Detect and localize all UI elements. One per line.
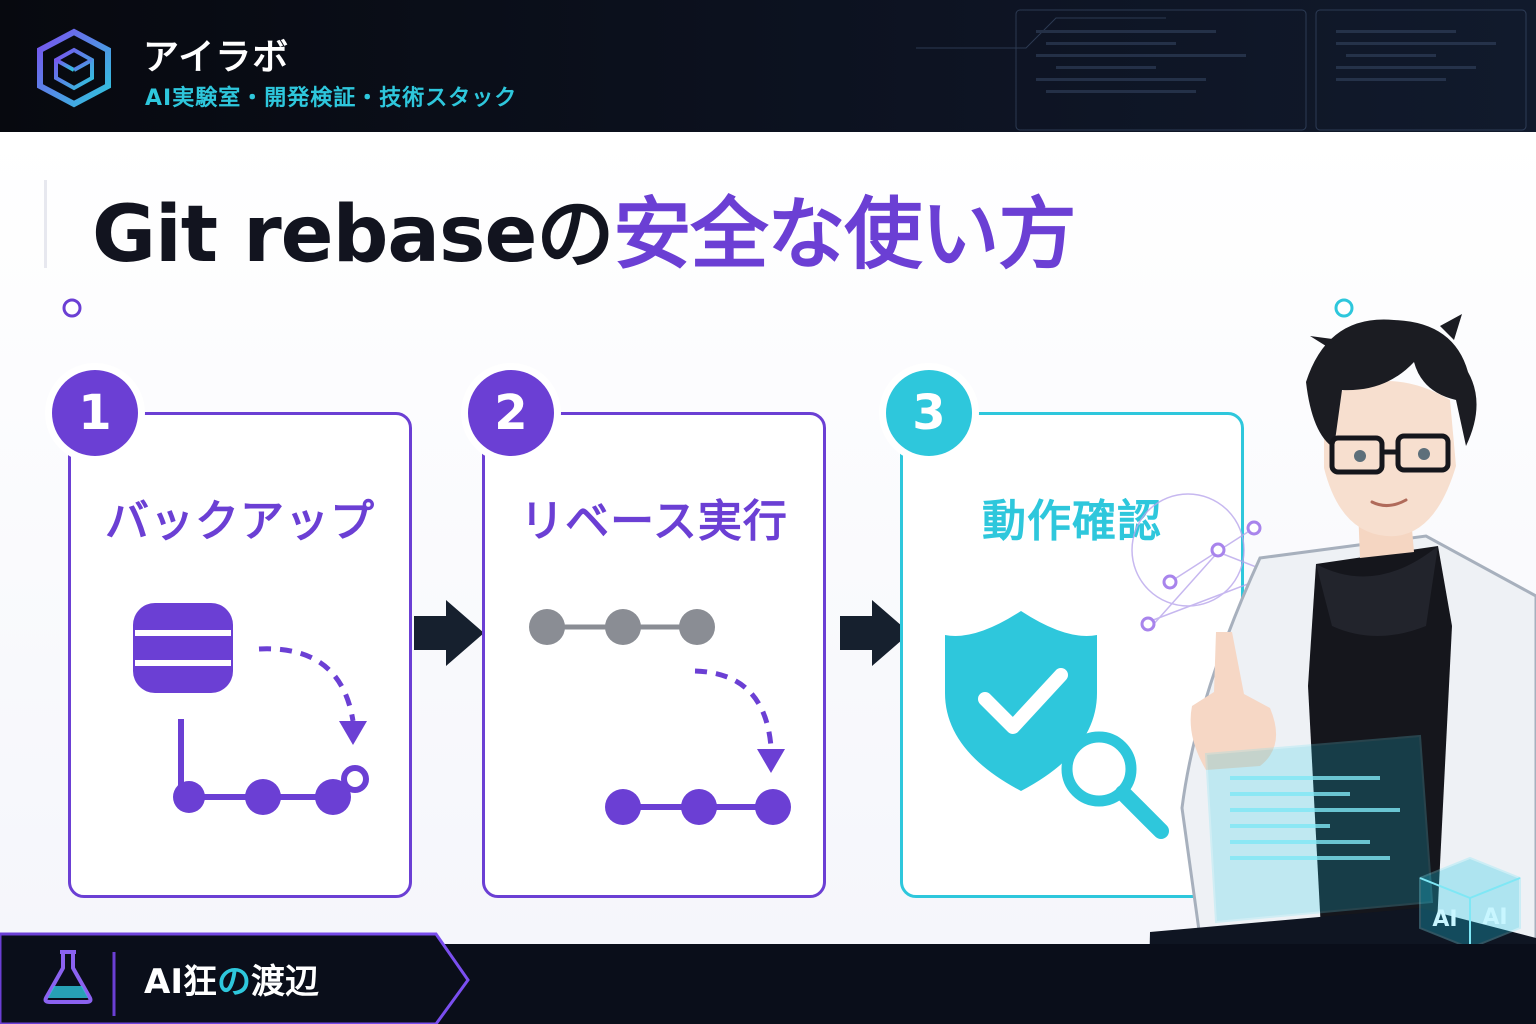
cube-logo-icon [37, 28, 111, 108]
step-2-badge: 2 [468, 370, 554, 456]
title-accent-bar [44, 180, 47, 268]
page-title: Git rebaseの安全な使い方 [92, 172, 1076, 284]
title-part-1: Git rebaseの [92, 190, 614, 280]
step-card-rebase: リベース実行 [482, 412, 826, 898]
ai-cube-label: AI [1432, 907, 1457, 932]
step-1-label: バックアップ [105, 496, 375, 547]
step-card-backup: バックアップ [68, 412, 412, 898]
next-arrow-icon [840, 600, 910, 666]
shield-check-icon [945, 611, 1097, 791]
author-tag [0, 932, 470, 1024]
brand-subtitle: AI実験室・開発検証・技術スタック [145, 86, 518, 111]
code-background-decoration [916, 9, 1527, 131]
header: アイラボ AI実験室・開発検証・技術スタック [0, 0, 1536, 132]
title-part-2: 安全な使い方 [613, 190, 1076, 280]
brand-name: アイラボ [143, 37, 290, 78]
next-arrow-icon [414, 600, 484, 666]
step-3-badge: 3 [886, 370, 972, 456]
author-name-part-2: の [216, 962, 251, 1002]
step-1-badge: 1 [52, 370, 138, 456]
flask-icon [43, 950, 93, 1004]
rebase-illustration [529, 609, 791, 825]
author-name-part-1: AI狂 [144, 962, 217, 1002]
step-3-label: 動作確認 [982, 496, 1162, 547]
database-icon [133, 603, 233, 693]
step-2-label: リベース実行 [520, 496, 788, 547]
verify-illustration [945, 611, 1169, 839]
magnifier-icon [1061, 731, 1169, 839]
backup-illustration [133, 603, 369, 815]
ai-cube-label: AI [1482, 905, 1507, 930]
author-name: AI狂の渡辺 [144, 954, 319, 1003]
author-name-part-3: 渡辺 [250, 962, 319, 1002]
ai-cube-icon: AI AI [1419, 856, 1521, 950]
title-divider [62, 298, 1354, 318]
character-illustration: AI AI [1131, 314, 1536, 1024]
